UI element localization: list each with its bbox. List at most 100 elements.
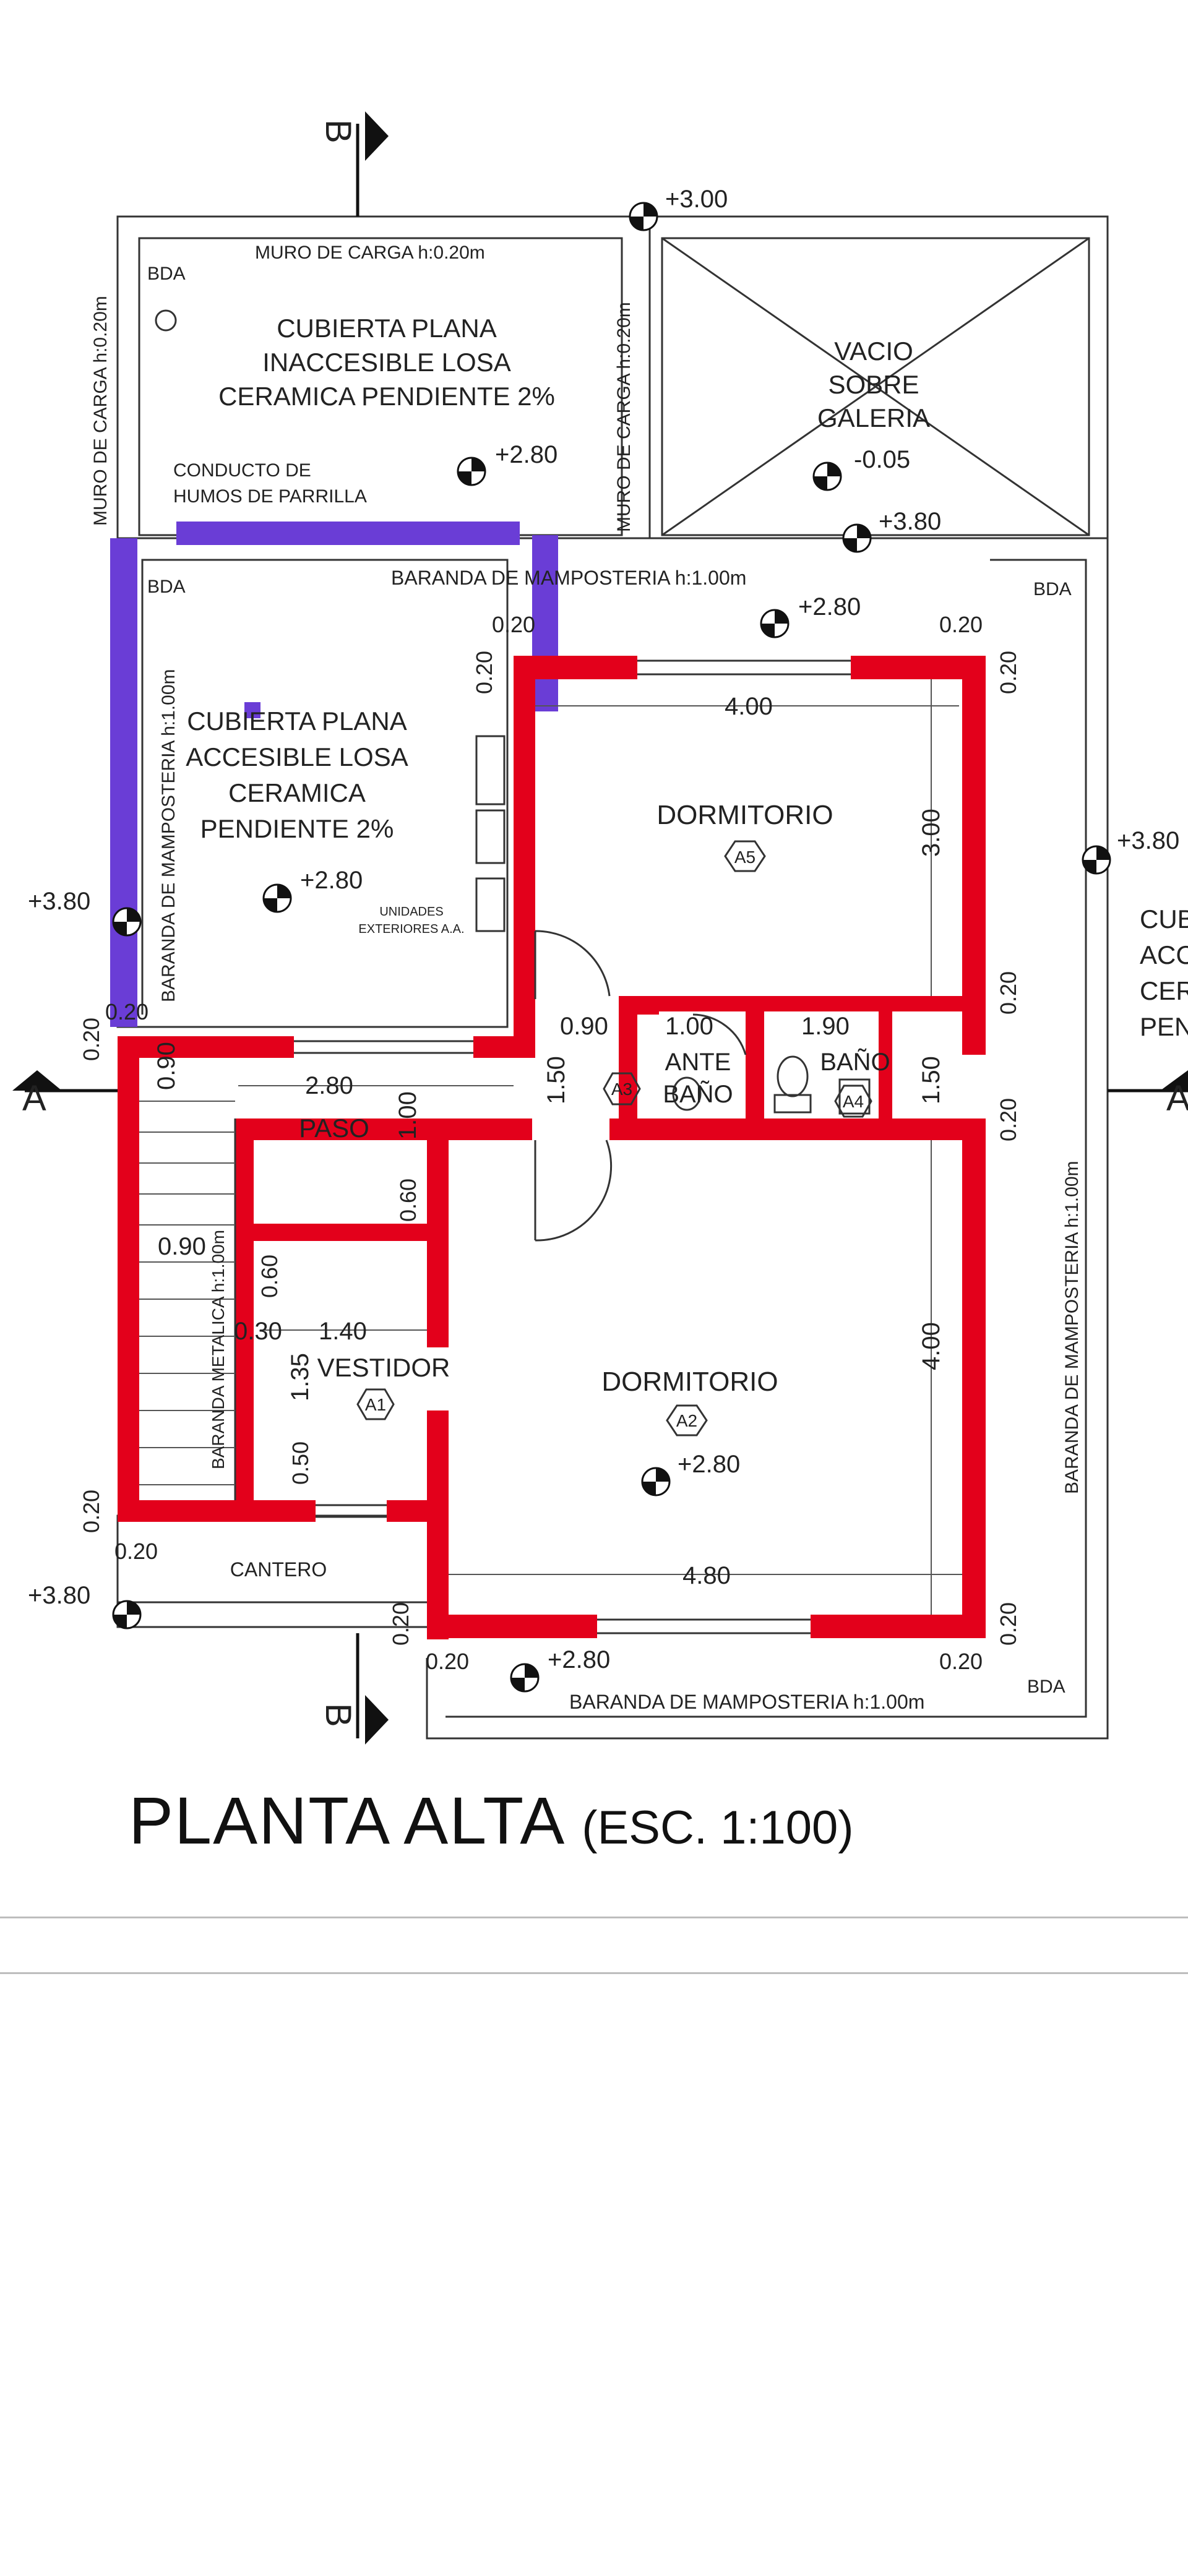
door-bath: [692, 1013, 747, 1055]
label-duct-l1: CONDUCTO DE: [173, 460, 311, 481]
section-b-bottom-arrow: [365, 1695, 389, 1745]
dim-150-a: 1.50: [543, 1056, 570, 1104]
label-bda-2: BDA: [147, 577, 186, 597]
wall-bath-bottom: [609, 1118, 986, 1140]
right-terrace-frame: [426, 537, 1109, 1740]
label-bda-3: BDA: [1033, 579, 1072, 599]
dim-300-label: 3.00: [918, 809, 945, 857]
label-roof1-l1: CUBIERTA PLANA: [277, 314, 497, 343]
wall-a5-top-right: [851, 656, 984, 679]
level-marker-icon: [629, 202, 658, 231]
tag-a2: A2: [676, 1411, 697, 1430]
level-marker-icon: [457, 457, 486, 486]
room-bano: BAÑO: [820, 1048, 890, 1076]
dim-140-label: 1.40: [319, 1318, 367, 1345]
dim-090-b: 0.90: [158, 1233, 206, 1260]
ac-unit-3: [475, 877, 506, 932]
dim-020-d: 0.20: [996, 651, 1021, 694]
label-ac-l1: UNIDADES: [379, 905, 443, 919]
label-roof2-l4: PENDIENTE 2%: [200, 814, 394, 843]
wall-bottom-mid: [387, 1500, 449, 1522]
section-b-top-arrow: [365, 111, 389, 161]
wall-left-stub: [118, 1036, 294, 1058]
section-b-top: B: [318, 119, 358, 144]
wall-right-lower: [962, 1118, 986, 1638]
tag-a1: A1: [365, 1395, 386, 1414]
level-bottom: +2.80: [548, 1646, 610, 1673]
openings: [234, 659, 851, 1634]
dim-020-a: 0.20: [492, 612, 535, 637]
level-marker-icon: [262, 883, 292, 913]
level-top: +3.00: [665, 186, 728, 213]
dim-020-i: 0.20: [79, 1490, 104, 1533]
level-marker-icon: [842, 523, 872, 553]
level-bottom-left: +3.80: [28, 1582, 90, 1609]
dim-020-e: 0.20: [996, 971, 1021, 1015]
level-bedroom-top: +2.80: [798, 593, 861, 620]
tag-a4-hex: [834, 1084, 872, 1118]
duct-vertical-right: [532, 535, 558, 711]
section-a-right: A: [1166, 1078, 1188, 1118]
level-markers: [112, 202, 1111, 1693]
level-left: +3.80: [28, 888, 90, 915]
upper-roof-frame: [116, 215, 1109, 539]
section-arrows: [12, 111, 1188, 1745]
room-vestidor: VESTIDOR: [317, 1353, 450, 1382]
dim-020-c: 0.20: [939, 612, 983, 637]
room-paso: PASO: [299, 1114, 369, 1143]
duct-horizontal: [176, 522, 520, 545]
section-a-left-arrow: [12, 1070, 62, 1091]
room-dormitorio-a2: DORMITORIO: [601, 1367, 778, 1397]
wall-bottom-left: [118, 1500, 316, 1522]
dim-020-g: 0.20: [105, 999, 148, 1024]
wall-vestidor-left: [235, 1118, 254, 1521]
stair: [139, 1101, 235, 1485]
section-a-left: A: [22, 1078, 46, 1118]
right-inner-frame: [446, 559, 1087, 1718]
tag-a5: A5: [734, 848, 755, 867]
label-roof2-l1: CUBIERTA PLANA: [187, 706, 407, 736]
dim-020-n: 0.20: [996, 1602, 1021, 1646]
level-marker-icon: [510, 1663, 540, 1693]
dim-400-top-label: 4.00: [725, 693, 773, 720]
label-cantero: CANTERO: [230, 1558, 327, 1581]
wall-right-upper: [962, 656, 986, 1055]
dim-050: 0.50: [288, 1441, 313, 1485]
level-bedroom: +2.80: [678, 1451, 740, 1478]
level-marker-icon: [112, 907, 142, 937]
wall-paso-bottom: [235, 1118, 532, 1140]
dimension-lines: [238, 679, 962, 1615]
smoke-duct: [110, 522, 558, 1027]
section-lines: [25, 124, 1188, 1738]
toilet-bowl-icon: [777, 1055, 809, 1097]
level-marker-icon: [112, 1600, 142, 1629]
duct-marker: [244, 702, 260, 718]
room-tags: [356, 840, 872, 1436]
wall-bath-partition: [746, 996, 764, 1120]
door-a2: [535, 1140, 613, 1242]
level-marker-icon: [1082, 845, 1111, 875]
duct-vertical-left: [110, 538, 137, 1027]
level-marker-icon: [760, 609, 790, 638]
toilet-tank-icon: [773, 1094, 812, 1114]
wall-bath-partition-2: [879, 996, 892, 1120]
room-dormitorio-a5: DORMITORIO: [656, 800, 833, 830]
drain-icon-roof: [155, 309, 177, 332]
tag-a1-hex: [356, 1388, 395, 1420]
dim-135: 1.35: [286, 1353, 314, 1401]
door-a5: [535, 930, 611, 997]
dim-020-l: 0.20: [426, 1649, 469, 1674]
label-roof2-l2: ACCESIBLE LOSA: [186, 742, 408, 771]
dim-020-h: 0.20: [79, 1018, 104, 1061]
divider-line: [0, 1917, 1188, 1918]
dim-060-a: 0.60: [395, 1179, 421, 1222]
wall-a2-left-lower: [427, 1410, 449, 1639]
level-roof-a: +2.80: [495, 441, 557, 468]
vacio-cross-2: [661, 237, 1090, 536]
dim-150-b: 1.50: [918, 1056, 945, 1104]
dim-190: 1.90: [801, 1013, 850, 1040]
level-roof-b: +3.80: [879, 508, 941, 535]
level-left-roof: +2.80: [300, 867, 363, 894]
label-roof1-l2: INACCESIBLE LOSA: [262, 348, 510, 377]
label-right-cut-2: ACC: [1140, 940, 1188, 969]
